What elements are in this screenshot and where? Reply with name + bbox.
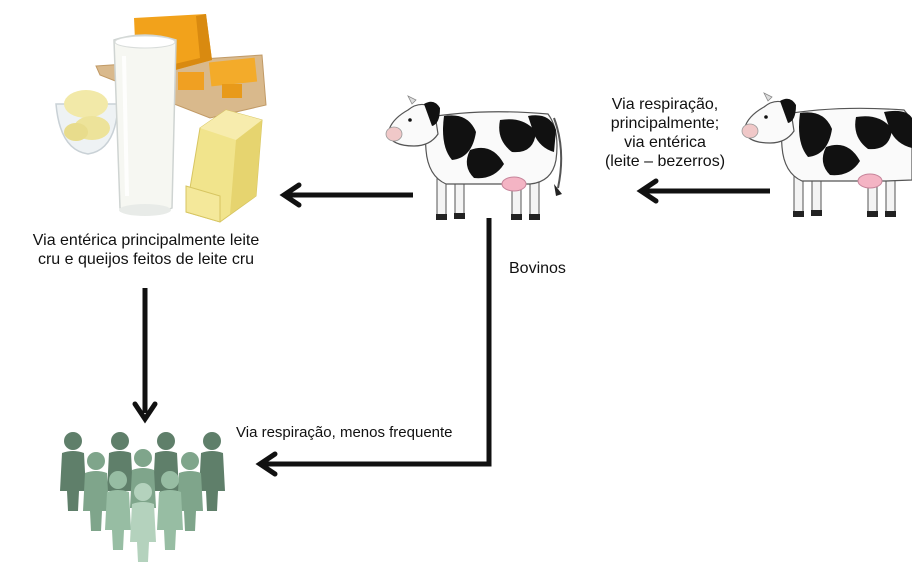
arrowhead-source-to-cow bbox=[636, 178, 659, 204]
dairy-caption-line1: Via entérica principalmente leite bbox=[32, 232, 260, 249]
butter-slice bbox=[185, 185, 221, 223]
milk-glass-base bbox=[119, 204, 171, 216]
calf-route-line1: Via respiração, bbox=[611, 96, 719, 113]
respiration-route-label: Via respiração, menos frequente bbox=[236, 424, 453, 441]
milk-glass-shine bbox=[122, 55, 129, 197]
calf-route-line4: (leite – bezerros) bbox=[604, 153, 726, 170]
arrowhead-cow-to-people bbox=[255, 451, 278, 477]
butter-block-side bbox=[230, 120, 262, 214]
butter-block-top bbox=[200, 110, 262, 140]
cheese-cube bbox=[208, 57, 258, 87]
cheese-cube bbox=[178, 72, 204, 90]
arrowhead-cow-to-dairy bbox=[279, 182, 302, 208]
arrow-cow-to-people bbox=[264, 218, 492, 467]
arrowhead-dairy-to-people bbox=[132, 401, 158, 424]
cheese-shade bbox=[166, 14, 212, 72]
cow-label: Bovinos bbox=[509, 260, 566, 277]
butter-scoop bbox=[64, 90, 108, 118]
calf-route-label: Via respiração, principalmente; via enté… bbox=[590, 95, 740, 171]
butter-scoop bbox=[64, 123, 88, 141]
calf-route-line2: principalmente; bbox=[610, 115, 720, 132]
calf-route-line3: via entérica bbox=[624, 134, 706, 151]
dairy-caption: Via entérica principalmente leite cru e … bbox=[0, 231, 292, 269]
cow-source bbox=[741, 92, 912, 217]
dairy-caption-line2: cru e queijos feitos de leite cru bbox=[37, 251, 255, 268]
cow-main bbox=[385, 95, 563, 220]
milk-surface bbox=[114, 35, 176, 49]
cheese-cube bbox=[222, 84, 242, 98]
